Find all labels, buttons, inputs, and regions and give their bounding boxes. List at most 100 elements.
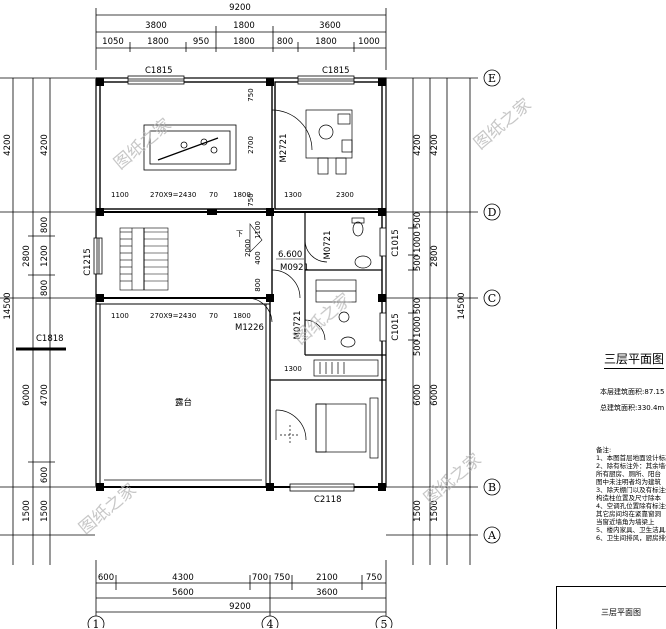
- room-dim-h: 2000: [244, 239, 252, 257]
- right-dimension-text: 4200 500 1000 500 500 1000 500 4200 2800…: [413, 134, 467, 522]
- note-line: 4、空调孔位置除有标注外: [596, 502, 666, 510]
- bottom-dim-5: 2100: [316, 573, 338, 583]
- stair-lower-gap: 70: [209, 312, 218, 320]
- right-inner-11: 1500: [413, 500, 423, 522]
- axis-bubble-e: [483, 69, 501, 87]
- right-inner-2: 500: [413, 212, 423, 228]
- door-label-m2721: M2721: [279, 134, 289, 163]
- note-line: 3、除天棚门以及有标注外: [596, 486, 666, 494]
- room-dim-a: 1300: [284, 191, 302, 199]
- left-outer-3: 6000: [22, 384, 32, 406]
- window-label-c1818: C1818: [36, 334, 64, 344]
- watermark-4: 图纸之家: [75, 480, 140, 539]
- room-dim-d: 750: [247, 88, 255, 101]
- room-dim-f: 750: [247, 193, 255, 206]
- columns: [96, 78, 386, 491]
- axis-bubble-c: [483, 289, 501, 307]
- bottom-dim-r2-2: 3600: [316, 588, 338, 598]
- area-label-floor: 本层建筑面积:: [600, 388, 645, 396]
- area-value-total: 330.4m: [637, 404, 665, 412]
- top-dim-3: 3600: [319, 21, 341, 31]
- stair-upper-left: 1100: [111, 191, 129, 199]
- right-inner-12: 1500: [430, 500, 440, 522]
- left-outer-2: 2800: [22, 245, 32, 267]
- stair: [119, 223, 263, 291]
- bottom-dimension-text: 600 4300 700 750 2100 750 5600 3600 9200: [98, 573, 382, 612]
- bottom-dim-r2-1: 5600: [172, 588, 194, 598]
- room-dim-b: 2300: [336, 191, 354, 199]
- axis-label-a: A: [487, 529, 497, 542]
- top-dim-r2-1: 1050: [102, 37, 124, 47]
- left-inner-4: 800: [40, 280, 50, 296]
- terrace-label: 露台: [175, 397, 192, 408]
- axis-label-e: E: [488, 72, 496, 85]
- right-inner-3: 1000: [413, 231, 423, 253]
- title-box-text: 三层平面图: [601, 608, 641, 617]
- stair-lower-run: 270X9=2430: [150, 312, 196, 320]
- stair-down-mark: 下: [236, 230, 243, 238]
- door-label-m0721a: M0721: [323, 231, 333, 260]
- watermark-1: 图纸之家: [110, 115, 175, 174]
- axis-bubble-a: [483, 526, 501, 544]
- left-total: 14500: [3, 292, 13, 319]
- left-outer-4: 1500: [22, 500, 32, 522]
- window-label-c1015b: C1015: [391, 313, 401, 341]
- stair-upper-gap: 70: [209, 191, 218, 199]
- window-label-c1815b: C1815: [322, 66, 350, 76]
- door-label-m0921: M0921: [280, 263, 309, 273]
- area-value-floor: 87.15: [644, 388, 665, 396]
- left-dimension-text: 4200 2800 6000 1500 4200 800 1200 800 47…: [3, 134, 50, 522]
- note-line: 2、除有标注外：其余墙体: [596, 462, 666, 470]
- note-line: 5、楼内家具、卫生洁具、: [596, 526, 666, 534]
- windows: [93, 75, 387, 492]
- bottom-dim-1: 600: [98, 573, 114, 583]
- room-dim-j: 800: [254, 278, 262, 291]
- window-label-c1215: C1215: [83, 248, 93, 276]
- axis-label-d: D: [488, 206, 497, 219]
- right-inner-5: 500: [413, 298, 423, 314]
- right-dimension-lines: [386, 77, 478, 565]
- bottom-dim-2: 4300: [172, 573, 194, 583]
- axis-bubble-d: [483, 203, 501, 221]
- door-swings: [247, 109, 328, 441]
- bathroom-fixtures-icon: [315, 217, 372, 348]
- opening-labels: C1815 C1815 C1215 C1818 C2118 C1015 C101…: [36, 66, 401, 505]
- left-outer-1: 4200: [3, 134, 13, 156]
- top-dim-r2-2: 1800: [147, 37, 169, 47]
- bottom-overall-dim: 9200: [229, 602, 251, 612]
- left-inner-3: 1200: [40, 245, 50, 267]
- left-inner-6: 600: [40, 467, 50, 483]
- top-dimension-lines: [95, 8, 387, 70]
- axis-label-5: 5: [381, 618, 388, 628]
- note-line: 图中未注明者均为建筑: [596, 478, 661, 486]
- window-label-c1015a: C1015: [391, 229, 401, 257]
- area-label-total: 总建筑面积:: [600, 404, 638, 412]
- level-text: 6.600: [278, 250, 302, 260]
- axis-bubble-5: [375, 615, 393, 628]
- right-inner-8: 4200: [430, 134, 440, 156]
- top-dim-r2-4: 1800: [233, 37, 255, 47]
- watermark-2: 图纸之家: [470, 95, 535, 154]
- room-dim-g: 1100: [254, 221, 262, 239]
- stair-upper-run: 270X9=2430: [150, 191, 196, 199]
- area-block: 本层建筑面积:87.15 总建筑面积:330.4m: [600, 384, 664, 416]
- top-dim-r2-5: 800: [277, 37, 293, 47]
- window-label-c1815a: C1815: [145, 66, 173, 76]
- note-line: 6、卫生间排风，厨房排烟口: [596, 534, 666, 542]
- notes-title: 备注:: [596, 446, 612, 454]
- axis-label-4: 4: [267, 618, 274, 628]
- axis-labels: E D C B A 1 4 5: [93, 72, 498, 628]
- note-line: 1、本图首层地面设计标高: [596, 454, 666, 462]
- axis-label-1: 1: [93, 618, 100, 628]
- billiard-table-icon: [143, 124, 237, 171]
- axis-label-b: B: [488, 481, 496, 494]
- right-inner-9: 6000: [430, 384, 440, 406]
- axis-bubbles: [87, 69, 501, 628]
- right-inner-7: 500: [413, 340, 423, 356]
- sheet-title: 三层平面图: [604, 350, 665, 369]
- top-overall-dim: 9200: [229, 3, 251, 13]
- bottom-dim-4: 750: [274, 573, 290, 583]
- axis-bubble-b: [483, 478, 501, 496]
- right-inner-6: 1000: [413, 316, 423, 338]
